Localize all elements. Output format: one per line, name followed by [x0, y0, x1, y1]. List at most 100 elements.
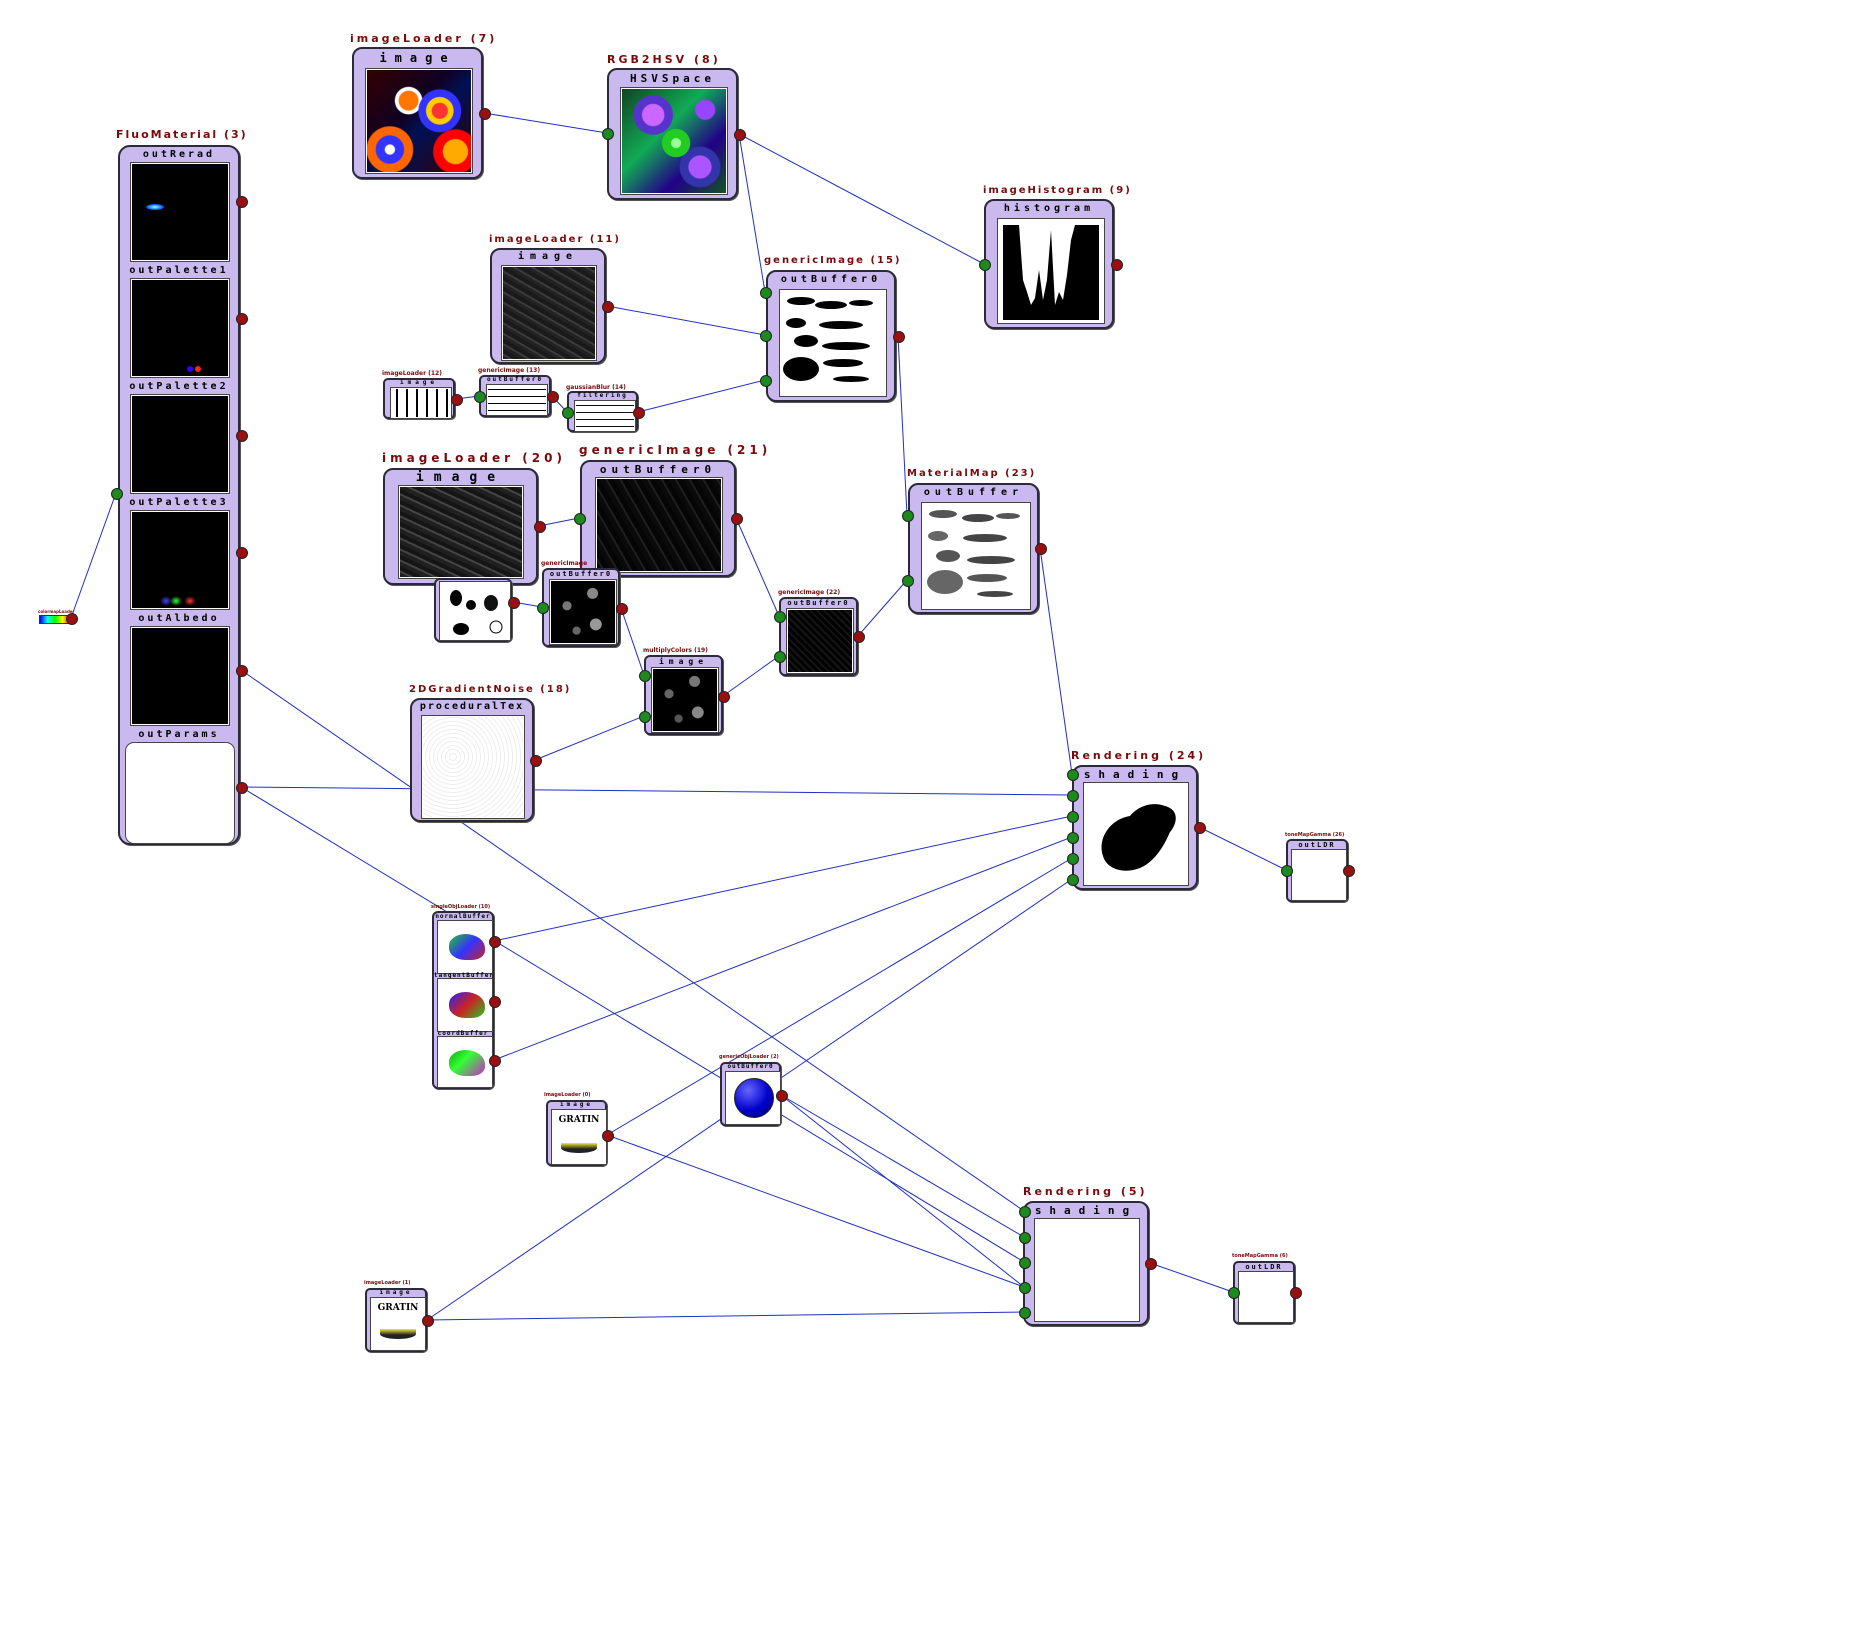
output-port[interactable] — [718, 691, 730, 703]
input-port[interactable] — [1019, 1282, 1031, 1294]
input-port[interactable] — [1067, 790, 1079, 802]
input-port[interactable] — [1067, 874, 1079, 886]
input-port[interactable] — [1019, 1307, 1031, 1319]
output-port[interactable] — [534, 521, 546, 533]
node-body[interactable]: image GRATIN — [365, 1288, 427, 1352]
node-body[interactable]: image — [352, 47, 483, 179]
node-body[interactable]: outBuffer0 — [779, 597, 858, 676]
input-port[interactable] — [1067, 853, 1079, 865]
output-port[interactable] — [236, 665, 248, 677]
output-port[interactable] — [1111, 259, 1123, 271]
connection-wire — [493, 815, 1073, 942]
output-port[interactable] — [547, 391, 559, 403]
input-port[interactable] — [1067, 832, 1079, 844]
output-port[interactable] — [236, 430, 248, 442]
node-body[interactable]: image — [490, 248, 606, 364]
slot-label: outBuffer0 — [599, 463, 717, 476]
input-port[interactable] — [562, 407, 574, 419]
node-body[interactable]: outBuffer0 — [720, 1062, 781, 1126]
node-title: genericImage (15) — [764, 255, 902, 266]
input-port[interactable] — [760, 375, 772, 387]
input-port[interactable] — [474, 391, 486, 403]
input-port[interactable] — [537, 602, 549, 614]
input-port[interactable] — [902, 510, 914, 522]
output-port[interactable] — [1343, 865, 1355, 877]
input-port[interactable] — [639, 670, 651, 682]
input-port[interactable] — [1019, 1206, 1031, 1218]
output-port[interactable] — [731, 513, 743, 525]
node-title: imageLoader (0) — [544, 1092, 591, 1098]
input-port[interactable] — [1067, 769, 1079, 781]
connection-wire — [240, 786, 1073, 796]
connection-wire — [637, 379, 766, 413]
node-body[interactable]: shading — [1023, 1201, 1149, 1326]
output-port[interactable] — [422, 1315, 434, 1327]
output-port[interactable] — [1194, 822, 1206, 834]
preview-outrerad — [131, 163, 229, 261]
node-body[interactable]: outBuffer — [908, 483, 1039, 614]
node-body[interactable]: image — [644, 655, 723, 735]
output-port[interactable] — [616, 603, 628, 615]
preview-output — [1292, 850, 1346, 900]
input-port[interactable] — [760, 287, 772, 299]
node-body[interactable]: shading — [1072, 765, 1198, 890]
preview-coordbuffer — [438, 1037, 492, 1087]
input-port[interactable] — [1019, 1232, 1031, 1244]
node-body[interactable]: image GRATIN — [546, 1100, 607, 1166]
node-title: colormapLoader — [38, 609, 75, 614]
node-body[interactable]: normalBuffer tangentBuffer coordBuffer — [432, 911, 494, 1089]
input-port[interactable] — [1067, 811, 1079, 823]
output-port[interactable] — [602, 301, 614, 313]
output-port[interactable] — [776, 1090, 788, 1102]
output-port[interactable] — [734, 129, 746, 141]
node-body[interactable] — [434, 578, 512, 642]
output-port[interactable] — [479, 108, 491, 120]
node-body[interactable]: outBuffer0 — [580, 460, 736, 577]
output-port[interactable] — [236, 196, 248, 208]
node-body[interactable]: histogram — [984, 199, 1114, 329]
input-port[interactable] — [774, 651, 786, 663]
input-port[interactable] — [774, 611, 786, 623]
output-port[interactable] — [236, 313, 248, 325]
output-port[interactable] — [236, 782, 248, 794]
output-port[interactable] — [633, 407, 645, 419]
output-port[interactable] — [1035, 543, 1047, 555]
input-port[interactable] — [760, 330, 772, 342]
output-port[interactable] — [602, 1130, 614, 1142]
output-port[interactable] — [489, 936, 501, 948]
node-body[interactable]: image — [383, 378, 455, 419]
output-port[interactable] — [66, 613, 78, 625]
node-body[interactable]: outLDR — [1286, 839, 1348, 902]
output-port[interactable] — [1290, 1287, 1302, 1299]
output-port[interactable] — [489, 1055, 501, 1067]
input-port[interactable] — [1281, 865, 1293, 877]
node-body[interactable]: image — [383, 468, 538, 585]
node-body[interactable]: filtering — [567, 391, 638, 432]
node-body[interactable]: outLDR — [1233, 1261, 1295, 1324]
input-port[interactable] — [979, 259, 991, 271]
input-port[interactable] — [902, 575, 914, 587]
node-body[interactable]: proceduralTex — [410, 698, 534, 822]
input-port[interactable] — [1019, 1257, 1031, 1269]
input-port[interactable] — [639, 711, 651, 723]
input-port[interactable] — [574, 513, 586, 525]
output-port[interactable] — [893, 331, 905, 343]
mask-shapes — [783, 297, 873, 382]
preview-outalbedo — [131, 627, 229, 725]
node-body[interactable]: outBuffer0 — [766, 270, 896, 402]
output-port[interactable] — [451, 394, 463, 406]
output-port[interactable] — [508, 597, 520, 609]
node-body[interactable]: HSVSpace — [607, 68, 738, 200]
output-port[interactable] — [236, 547, 248, 559]
slot-label: image — [415, 470, 506, 485]
output-port[interactable] — [853, 631, 865, 643]
node-body[interactable]: outBuffer0 — [542, 568, 620, 647]
input-port[interactable] — [111, 488, 123, 500]
output-port[interactable] — [489, 996, 501, 1008]
output-port[interactable] — [530, 755, 542, 767]
node-body[interactable]: outRerad outPalette1 outPalette2 outPale… — [118, 145, 240, 845]
output-port[interactable] — [1145, 1258, 1157, 1270]
input-port[interactable] — [602, 128, 614, 140]
input-port[interactable] — [1228, 1287, 1240, 1299]
node-body[interactable]: outBuffer0 — [479, 375, 551, 417]
